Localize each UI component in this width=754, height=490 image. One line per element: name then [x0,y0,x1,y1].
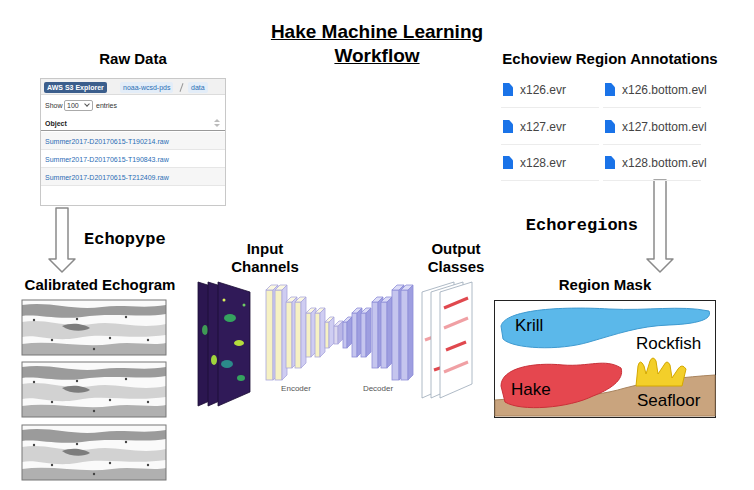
file-icon [605,120,615,133]
channel-spot [223,299,226,302]
channel-spot [243,304,246,307]
file-name: x126.evr [520,83,566,97]
tool-label: Echopype [84,230,166,250]
annotation-list: Echoview Region Annotations x126.evr x126.… [490,48,730,180]
file-name: x128.evr [520,156,566,170]
output-class-stack [422,282,472,398]
hake-region: Hake [497,356,625,412]
bottleneck-layer [334,321,343,344]
channel-spot [202,325,208,335]
class-streak [446,342,466,350]
echogram-image [22,300,166,355]
channel-spot [211,355,217,365]
output-stack: Output Classes [410,236,502,408]
control-label: entries [96,101,117,110]
input-channel-stack [198,282,250,406]
file-link: Summer2017-D20170615-T212409.raw [45,173,169,182]
select-value: 100 [67,101,79,110]
network: Encoder Decoder [262,283,422,399]
source-panel: Raw DataAWS S3 Explorer noaa-wcsd-pds data… [40,48,226,208]
input-stack: Input Channels [200,236,312,408]
channel-spot [221,360,233,368]
row-rule [603,107,701,108]
file-icon [503,83,513,96]
region-outline [636,358,686,386]
file-name: x126.bottom.evl [622,83,707,97]
channel-spot [234,340,244,346]
class-label: Seafloor [637,391,700,411]
channel-spot [237,375,245,381]
file-name: x127.evr [520,120,566,134]
column-header: Object [45,119,67,128]
echogram-image [22,362,166,417]
stage-label: Encoder [276,384,316,394]
folder-crumb: data [188,82,208,93]
file-icon [503,120,513,133]
file-icon [605,83,615,96]
stack-heading: Input Channels [220,240,310,276]
channel-spot [224,314,236,322]
bucket-crumb: noaa-wcsd-pds [120,82,173,93]
transform-arrow [49,208,75,272]
class-label: Rockfish [636,334,701,354]
class-streak [444,362,468,372]
region-outline [495,375,715,416]
file-name: x127.bottom.evl [622,120,707,134]
sort-icon [214,124,220,127]
panel-heading: Region Mask [494,276,716,294]
class-streak [444,318,468,328]
app-title: AWS S3 Explorer [44,82,107,93]
row-rule [603,180,701,181]
transform-arrow [647,180,673,272]
class-streak [444,298,468,308]
class-label: Krill [515,316,543,336]
tool-label: Echoregions [526,216,638,236]
row-rule [501,180,599,181]
diagram-title: Hake Machine Learning Workflow [252,20,502,68]
stack-heading: Output Classes [416,240,496,276]
echogram-image [22,425,166,480]
class-label: Hake [511,380,551,400]
decoder-layers [343,285,413,380]
file-icon [605,156,615,169]
panel-heading: Raw Data [40,50,226,68]
class-slice [440,282,472,398]
encoder-layers [266,285,334,380]
channel-slice [218,282,250,406]
panel-heading: Calibrated Echogram [10,276,190,294]
row-rule [501,107,599,108]
file-link: Summer2017-D20170615-T190843.raw [45,155,169,164]
mask-panel: Region MaskKrillRockfishHakeSeafloor [494,272,716,418]
header-rule [41,130,225,131]
stage-label: Decoder [358,384,398,394]
sort-icon [214,119,220,122]
control-label: Show [45,101,63,110]
row-rule [603,144,701,145]
file-link: Summer2017-D20170615-T190214.raw [45,137,169,146]
file-name: x128.bottom.evl [622,156,707,170]
rockfish-region: Rockfish [632,334,710,386]
panel-heading: Echoview Region Annotations [490,50,730,68]
file-icon [503,156,513,169]
echogram-panel: Calibrated Echogram [10,272,190,484]
row-rule [501,144,599,145]
